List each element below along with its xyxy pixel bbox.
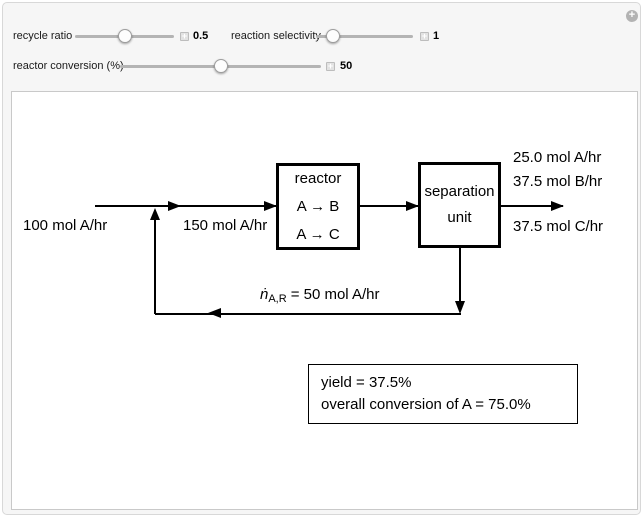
recycle-ratio-stepper-icon[interactable]: + bbox=[180, 31, 189, 41]
separation-unit-box: separation unit bbox=[418, 162, 501, 248]
results-box: yield = 37.5% overall conversion of A = … bbox=[308, 364, 578, 424]
reaction-a-to-b: A → B bbox=[296, 197, 340, 215]
reaction-selectivity-label: reaction selectivity bbox=[231, 30, 321, 42]
recycle-flow-equation: = 50 mol A/hr bbox=[290, 286, 380, 303]
recycle-riser-line bbox=[154, 215, 156, 314]
separator-title-line1: separation bbox=[424, 183, 495, 200]
product-arrowhead-icon bbox=[551, 201, 564, 211]
recycle-ratio-value: 0.5 bbox=[193, 30, 209, 42]
panel-expand-icon[interactable]: + bbox=[626, 10, 638, 22]
reaction-selectivity-stepper-icon[interactable]: + bbox=[420, 31, 429, 41]
recycle-ratio-slider-thumb[interactable] bbox=[118, 29, 132, 43]
product-c-label: 37.5 mol C/hr bbox=[513, 218, 604, 235]
recycle-up-arrowhead-icon bbox=[150, 208, 160, 220]
reactor-to-separator-line bbox=[359, 205, 419, 207]
recycle-stream-label: ṅA,R= 50 mol A/hr bbox=[260, 286, 380, 305]
overall-conversion-result: overall conversion of A = 75.0% bbox=[321, 396, 531, 413]
reactor-conversion-stepper-icon[interactable]: + bbox=[326, 61, 335, 71]
separator-title-line2: unit bbox=[447, 209, 472, 226]
reactor-conversion-label: reactor conversion (%) bbox=[13, 60, 124, 72]
recycle-ratio-label: recycle ratio bbox=[13, 30, 73, 42]
separator-bottoms-line bbox=[459, 247, 461, 303]
product-b-label: 37.5 mol B/hr bbox=[513, 173, 603, 190]
recycle-flow-symbol: ṅ bbox=[260, 286, 269, 303]
recycle-flow-subscript: A,R bbox=[268, 293, 287, 305]
feed-stream-label: 100 mol A/hr bbox=[23, 217, 108, 234]
reactor-title: reactor bbox=[294, 169, 342, 187]
separator-inlet-arrowhead-icon bbox=[406, 201, 419, 211]
reactor-inlet-arrowhead-icon bbox=[264, 201, 277, 211]
reaction-selectivity-slider-track[interactable] bbox=[316, 35, 413, 38]
flow-diagram-canvas bbox=[11, 91, 638, 510]
product-a-label: 25.0 mol A/hr bbox=[513, 149, 602, 166]
product-stream-line bbox=[500, 205, 563, 207]
reaction-selectivity-slider-thumb[interactable] bbox=[326, 29, 340, 43]
recycle-left-arrowhead-icon bbox=[208, 308, 221, 318]
reactor-conversion-slider-thumb[interactable] bbox=[214, 59, 228, 73]
feed-stream-line bbox=[95, 205, 277, 207]
bottoms-down-arrowhead-icon bbox=[455, 301, 465, 314]
reactor-box: reactor A → B A → C bbox=[276, 163, 360, 250]
reactor-conversion-value: 50 bbox=[340, 60, 353, 72]
recycle-return-line bbox=[155, 313, 461, 315]
feed-arrowhead-icon bbox=[168, 201, 181, 211]
reaction-a-to-c: A → C bbox=[296, 225, 340, 243]
reaction-selectivity-value: 1 bbox=[433, 30, 440, 42]
mixed-stream-label: 150 mol A/hr bbox=[183, 217, 268, 234]
yield-result: yield = 37.5% bbox=[321, 374, 412, 391]
